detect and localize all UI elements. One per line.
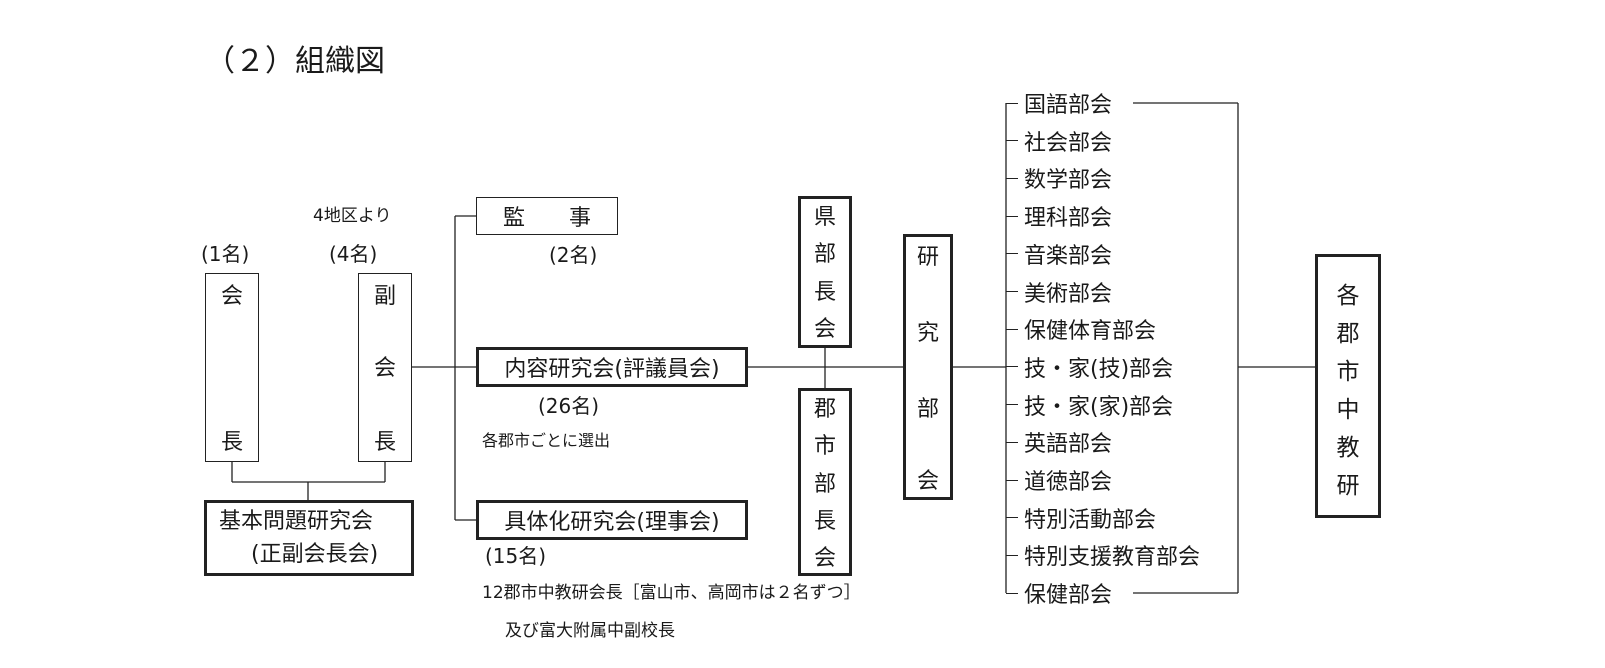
subcommittee-list: 国語部会社会部会数学部会理科部会音楽部会美術部会保健体育部会技・家(技)部会技・…: [1006, 91, 1246, 611]
subcommittee-tick: [1006, 102, 1018, 104]
gun-bukai-char: 部: [813, 472, 836, 497]
subcommittee-item: 美術部会: [1006, 280, 1112, 307]
chair-char-bottom: 長: [220, 430, 243, 455]
vice-chair-char: 長: [373, 430, 396, 455]
naiyou-box: 内容研究会(評議員会): [476, 347, 748, 387]
subcommittee-tick: [1006, 177, 1018, 179]
vice-chair-char: 会: [373, 356, 396, 381]
vice-chair-note: 4地区より: [313, 206, 392, 226]
subcommittee-label: 特別活動部会: [1024, 507, 1157, 533]
chair-box: 会 長: [205, 273, 259, 462]
subcommittee-tick: [1006, 404, 1018, 406]
subcommittee-tick: [1006, 253, 1018, 255]
subcommittee-tick: [1006, 366, 1018, 368]
auditor-count: (2名): [549, 243, 598, 267]
subcommittee-item: 数学部会: [1006, 166, 1112, 193]
gutaika-count: (15名): [485, 544, 547, 568]
naiyou-label: 内容研究会(評議員会): [504, 357, 720, 382]
subcommittee-label: 数学部会: [1024, 168, 1113, 194]
subcommittee-item: 道徳部会: [1006, 468, 1112, 495]
subcommittee-label: 美術部会: [1024, 281, 1113, 307]
subcommittee-label: 英語部会: [1024, 432, 1113, 458]
subcommittee-item: 英語部会: [1006, 430, 1112, 457]
ken-bukai-char: 会: [813, 317, 836, 342]
gun-bukai-char: 長: [813, 509, 836, 534]
gun-bukai-char: 市: [813, 434, 836, 459]
kihon-line2: (正副会長会): [251, 542, 379, 567]
chair-char-top: 会: [220, 284, 243, 309]
subcommittee-label: 道徳部会: [1024, 470, 1113, 495]
subcommittee-tick: [1006, 328, 1018, 330]
subcommittee-tick: [1006, 140, 1018, 142]
kakugun-char: 郡: [1336, 321, 1360, 347]
auditor-box: 監 事: [476, 197, 618, 235]
ken-bukai-char: 県: [813, 205, 836, 230]
subcommittee-label: 国語部会: [1024, 93, 1113, 118]
subcommittee-tick: [1006, 441, 1018, 443]
kenkyu-bukai-char: 部: [916, 397, 939, 422]
gun-bukai-char: 会: [813, 546, 836, 571]
kakugun-box: 各 郡 市 中 教 研: [1315, 254, 1381, 518]
vice-chair-box: 副 会 長: [358, 273, 412, 462]
kakugun-char: 中: [1336, 397, 1360, 423]
kenkyu-bukai-char: 会: [916, 469, 939, 494]
subcommittee-tick: [1006, 592, 1018, 594]
subcommittee-item: 技・家(家)部会: [1006, 393, 1173, 420]
subcommittee-tick: [1006, 517, 1018, 519]
subcommittee-item: 特別活動部会: [1006, 506, 1156, 533]
naiyou-note: 各郡市ごとに選出: [482, 431, 611, 450]
kenkyu-bukai-char: 究: [916, 321, 939, 346]
ken-bukai-box: 県 部 長 会: [798, 196, 852, 348]
vice-chair-char: 副: [373, 284, 396, 309]
gun-bukai-char: 郡: [813, 397, 836, 422]
subcommittee-label: 理科部会: [1024, 206, 1113, 232]
subcommittee-label: 音楽部会: [1024, 243, 1113, 269]
gutaika-note2: 及び富大附属中副校長: [505, 621, 675, 641]
subcommittee-item: 技・家(技)部会: [1006, 355, 1173, 382]
subcommittee-item: 保健部会: [1006, 581, 1112, 608]
subcommittee-label: 社会部会: [1024, 130, 1113, 156]
subcommittee-item: 国語部会: [1006, 91, 1112, 118]
subcommittee-item: 社会部会: [1006, 129, 1112, 156]
vice-chair-count: (4名): [329, 242, 378, 266]
gun-bukai-box: 郡 市 部 長 会: [798, 388, 852, 576]
ken-bukai-char: 部: [813, 242, 836, 267]
subcommittee-label: 技・家(家)部会: [1024, 394, 1174, 420]
auditor-label: 監 事: [502, 206, 591, 231]
kakugun-char: 各: [1336, 283, 1360, 309]
chart-title: （２）組織図: [205, 44, 385, 79]
gutaika-box: 具体化研究会(理事会): [476, 500, 748, 540]
subcommittee-tick: [1006, 554, 1018, 556]
subcommittee-tick: [1006, 215, 1018, 217]
subcommittee-label: 特別支援教育部会: [1024, 545, 1201, 571]
kenkyu-bukai-char: 研: [916, 245, 939, 270]
ken-bukai-char: 長: [813, 280, 836, 305]
kihon-box: 基本問題研究会 (正副会長会): [204, 500, 414, 576]
subcommittee-item: 保健体育部会: [1006, 317, 1156, 344]
kihon-line1: 基本問題研究会: [219, 509, 374, 534]
subcommittee-tick: [1006, 291, 1018, 292]
subcommittee-item: 理科部会: [1006, 204, 1112, 231]
gutaika-note1: 12郡市中教研会長［富山市、高岡市は２名ずつ］: [482, 583, 861, 603]
kenkyu-bukai-box: 研 究 部 会: [903, 234, 953, 500]
subcommittee-tick: [1006, 479, 1018, 481]
gutaika-label: 具体化研究会(理事会): [504, 510, 720, 535]
chair-count: (1名): [201, 242, 250, 266]
subcommittee-label: 技・家(技)部会: [1024, 356, 1174, 382]
kakugun-char: 研: [1336, 473, 1360, 499]
subcommittee-label: 保健部会: [1024, 583, 1113, 609]
kakugun-char: 市: [1336, 359, 1360, 385]
subcommittee-label: 保健体育部会: [1024, 319, 1157, 345]
naiyou-count: (26名): [538, 394, 600, 418]
kakugun-char: 教: [1336, 435, 1360, 461]
subcommittee-item: 特別支援教育部会: [1006, 543, 1200, 570]
subcommittee-item: 音楽部会: [1006, 242, 1112, 269]
